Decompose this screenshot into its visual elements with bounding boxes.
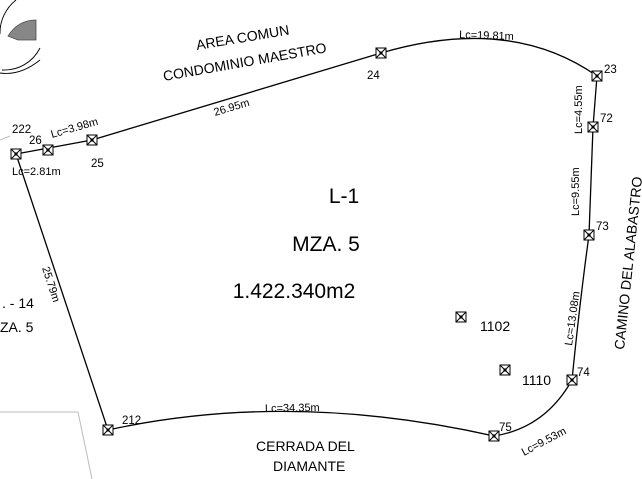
block-number: MZA. 5 — [292, 233, 360, 256]
measure-25-24: 26.95m — [212, 97, 251, 119]
south-street-line1: CERRADA DEL — [256, 438, 355, 454]
marker-1110-icon — [499, 364, 511, 376]
south-street-line2: DIAMANTE — [273, 458, 345, 474]
lot-number: L-1 — [329, 185, 359, 208]
vertex-212-label: 212 — [122, 415, 141, 427]
vertex-75-label: 75 — [499, 422, 512, 434]
marker-23-icon — [591, 70, 603, 82]
vertex-72-label: 72 — [600, 113, 613, 125]
vertex-222-label: 222 — [12, 124, 31, 136]
marker-1102-icon — [455, 311, 467, 323]
lot-area: 1.422.340m2 — [233, 280, 356, 303]
neighbor-block-number: ZA. 5 — [0, 319, 34, 335]
measure-lc-23-72: Lc=4.55m — [573, 85, 585, 134]
point-1102-label: 1102 — [480, 318, 510, 334]
measure-lc-73-74: Lc=13.08m — [563, 291, 583, 347]
measure-lc-24-23: Lc=19.81m — [459, 29, 514, 43]
measure-lc-75-212: Lc=34.35m — [265, 402, 320, 415]
vertex-24-label: 24 — [367, 70, 380, 82]
measure-222-212: 25.79m — [39, 265, 62, 304]
measure-lc-74-75: Lc=9.53m — [520, 425, 569, 458]
corner-detail — [0, 0, 41, 74]
vertex-74-label: 74 — [577, 367, 590, 379]
measure-lc-222-26: Lc=2.81m — [12, 166, 61, 178]
marker-24-icon — [375, 47, 387, 59]
monument-markers — [10, 47, 603, 442]
marker-25-icon — [86, 134, 98, 146]
neighbor-lot-number: . - 14 — [2, 295, 34, 311]
marker-74-icon — [566, 374, 578, 386]
marker-72-icon — [587, 121, 599, 133]
vertex-73-label: 73 — [596, 221, 609, 233]
marker-222-icon — [10, 148, 22, 160]
point-1110-label: 1110 — [522, 372, 551, 388]
marker-73-icon — [583, 229, 595, 241]
measure-lc-72-73: Lc=9.55m — [570, 167, 582, 216]
vertex-26-label: 26 — [29, 135, 42, 147]
north-area-line2: CONDOMINIO MAESTRO — [162, 39, 328, 84]
adjacent-outline — [0, 135, 93, 479]
vertex-25-label: 25 — [91, 158, 104, 170]
east-street-name: CAMINO DEL ALABASTRO — [611, 176, 642, 351]
lot-boundary — [15, 37, 598, 437]
marker-212-icon — [102, 424, 114, 436]
marker-75-icon — [488, 430, 500, 442]
marker-26-icon — [42, 144, 54, 156]
vertex-23-label: 23 — [604, 64, 617, 76]
